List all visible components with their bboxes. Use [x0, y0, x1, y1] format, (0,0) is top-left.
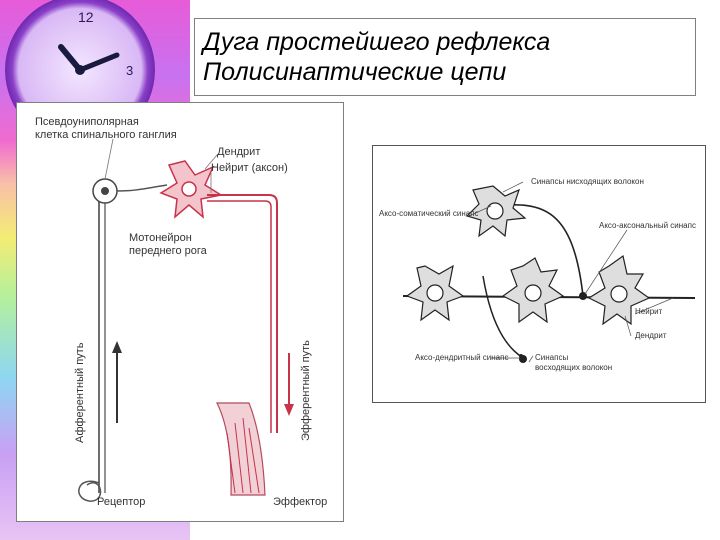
label-axosomatic-synapse: Аксо-соматический синапс: [379, 209, 479, 218]
label-afferent-path: Афферентный путь: [74, 342, 86, 443]
slide-title-box: Дуга простейшего рефлекса Полисинаптичес…: [194, 18, 696, 96]
label-pseudounipolar-1: Псевдоуниполярная: [35, 116, 139, 128]
neuron-left: [405, 264, 465, 322]
label-motoneuron-2: переднего рога: [129, 245, 208, 257]
label-neurite-right: Нейрит: [635, 307, 663, 316]
label-receptor: Рецептор: [97, 496, 145, 508]
afferent-fiber-inner: [104, 198, 107, 493]
svg-text:3: 3: [126, 63, 133, 78]
receptor-coil: [78, 480, 102, 502]
label-effector: Эффектор: [273, 496, 327, 508]
slide-title-line-1: Дуга простейшего рефлекса: [203, 28, 551, 56]
label-efferent-path: Эфферентный путь: [300, 340, 312, 441]
motoneuron-cell: [159, 160, 223, 219]
neuron-right: [587, 254, 651, 326]
neuron-upper: [465, 185, 527, 238]
efferent-arrow-icon: [284, 404, 294, 416]
label-descending-synapses-2: восходящих волокон: [535, 363, 612, 372]
ganglion-cell-nucleus: [101, 187, 109, 195]
label-descending-synapses-1: Синапсы: [535, 353, 568, 362]
effector-muscle: [216, 402, 266, 496]
afferent-fiber-outer: [98, 190, 107, 493]
label-axoaxonal-synapse: Аксо-аксональный синапс: [599, 221, 696, 230]
afferent-arrow-icon: [112, 341, 122, 353]
polysynaptic-chain-diagram: Синапсы нисходящих волокон Аксо-соматиче…: [372, 145, 706, 403]
svg-text:12: 12: [78, 9, 94, 25]
slide-title-line-2: Полисинаптические цепи: [203, 58, 507, 86]
central-process: [116, 184, 168, 192]
label-axodendritic-synapse: Аксо-дендритный синапс: [415, 353, 508, 362]
efferent-axon-inner: [207, 200, 272, 433]
reflex-arc-diagram: Псевдоуниполярная клетка спинального ган…: [16, 102, 344, 522]
label-dendrite-right: Дендрит: [635, 331, 667, 340]
efferent-axon-outer: [207, 194, 278, 433]
neuron-center: [501, 257, 565, 324]
label-neurite: Нейрит (аксон): [211, 162, 288, 174]
label-ascending-synapses: Синапсы нисходящих волокон: [531, 177, 644, 186]
label-dendrite: Дендрит: [217, 146, 260, 158]
label-pseudounipolar-2: клетка спинального ганглия: [35, 129, 177, 141]
label-motoneuron-1: Мотонейрон: [129, 232, 192, 244]
